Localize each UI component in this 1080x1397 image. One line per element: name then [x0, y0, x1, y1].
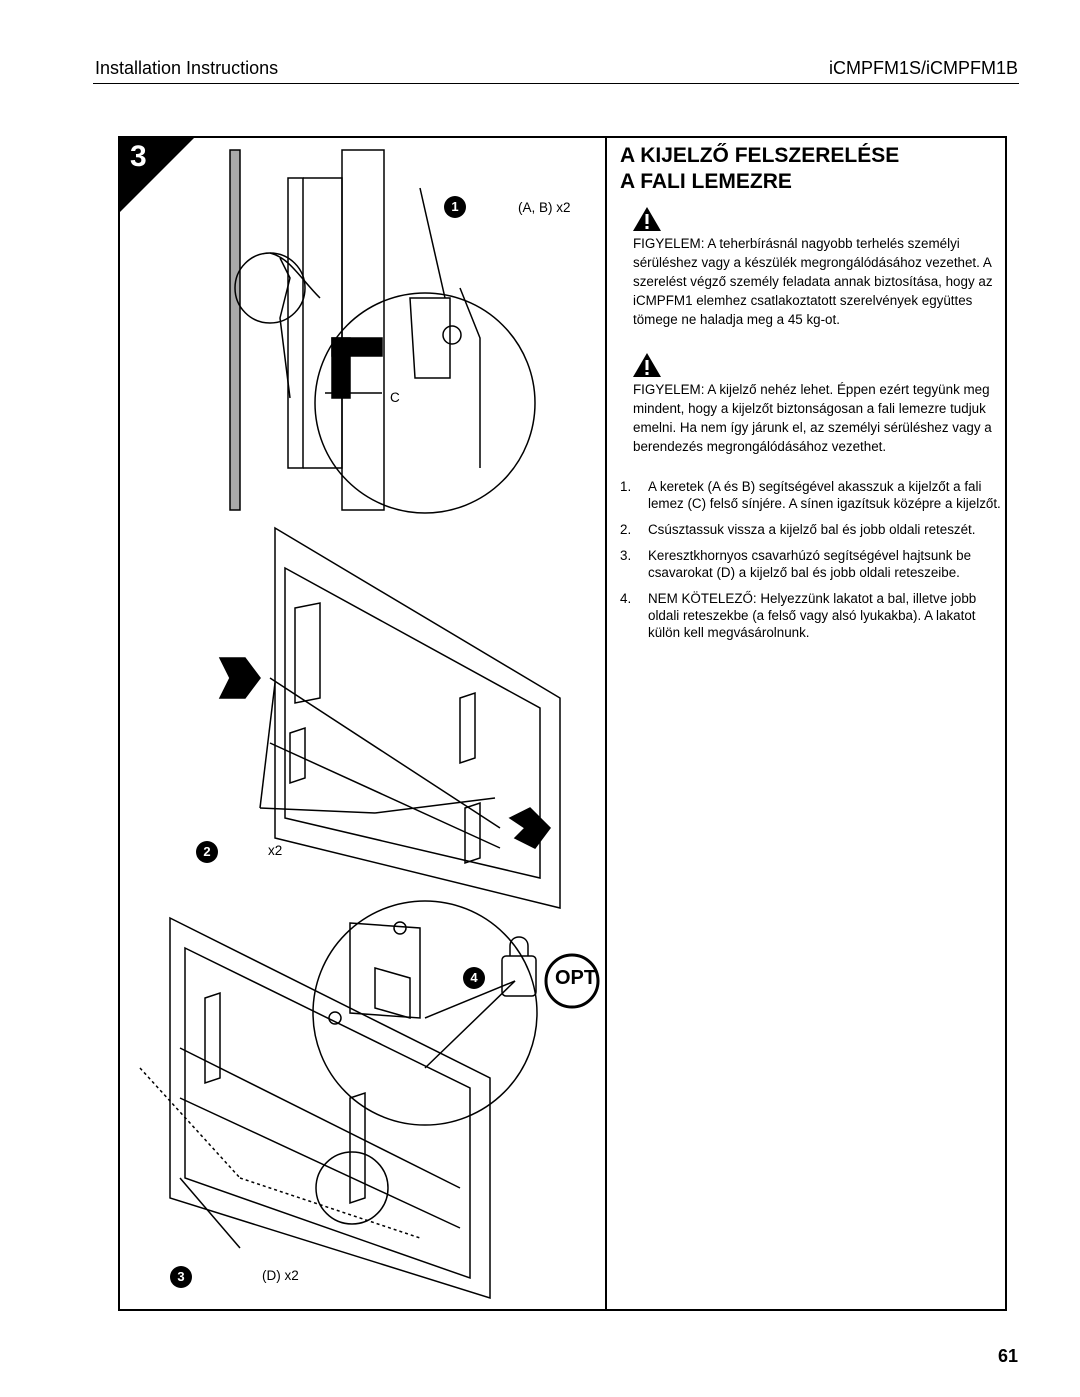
- page-number: 61: [998, 1346, 1019, 1366]
- instruction-steps: 1. A keretek (A és B) segítségével akass…: [620, 478, 1005, 650]
- badge-1: 1: [444, 196, 466, 218]
- badge-4: 4: [463, 967, 485, 989]
- list-item: 1. A keretek (A és B) segítségével akass…: [620, 478, 1005, 512]
- warning-text-1: FIGYELEM: A teherbírásnál nagyobb terhel…: [633, 236, 993, 327]
- section-title: A KIJELZŐ FELSZERELÉSE A FALI LEMEZRE: [620, 143, 899, 195]
- step-num: 1.: [620, 479, 632, 494]
- step-text: Keresztkhornyos csavarhúzó segítségével …: [648, 548, 972, 580]
- step-num: 4.: [620, 591, 632, 606]
- warning-text-2: FIGYELEM: A kijelző nehéz lehet. Éppen e…: [633, 382, 992, 454]
- header-title: Installation Instructions: [95, 58, 279, 78]
- header-rule: [93, 83, 1019, 84]
- label-screws: (D) x2: [262, 1268, 299, 1283]
- badge-2: 2: [196, 841, 218, 863]
- warning-icon: [633, 207, 661, 231]
- list-item: 2. Csúsztassuk vissza a kijelző bal és j…: [620, 521, 1005, 538]
- title-line-1: A KIJELZŐ FELSZERELÉSE: [620, 144, 900, 167]
- step-text: Csúsztassuk vissza a kijelző bal és jobb…: [648, 522, 976, 537]
- content-frame: [118, 136, 1007, 1311]
- label-c: C: [390, 390, 400, 405]
- list-item: 4. NEM KÖTELEZŐ: Helyezzünk lakatot a ba…: [620, 590, 1005, 641]
- step-number: 3: [130, 140, 147, 173]
- step-corner-triangle: [118, 136, 196, 214]
- installation-illustration: [139, 149, 600, 1300]
- list-item: 3. Keresztkhornyos csavarhúzó segítségév…: [620, 547, 1005, 581]
- step-num: 2.: [620, 522, 632, 537]
- label-latches: x2: [268, 843, 283, 858]
- step-text: NEM KÖTELEZŐ: Helyezzünk lakatot a bal, …: [648, 591, 977, 640]
- step-num: 3.: [620, 548, 632, 563]
- label-hooks: (A, B) x2: [518, 200, 571, 215]
- column-divider: [605, 136, 607, 1311]
- badge-3: 3: [170, 1266, 192, 1288]
- title-line-2: A FALI LEMEZRE: [620, 170, 792, 193]
- opt-label: OPT: [555, 967, 597, 989]
- warning-icon: [633, 353, 661, 377]
- header-model: iCMPFM1S/iCMPFM1B: [828, 58, 1018, 78]
- step-text: A keretek (A és B) segítségével akasszuk…: [648, 479, 1001, 511]
